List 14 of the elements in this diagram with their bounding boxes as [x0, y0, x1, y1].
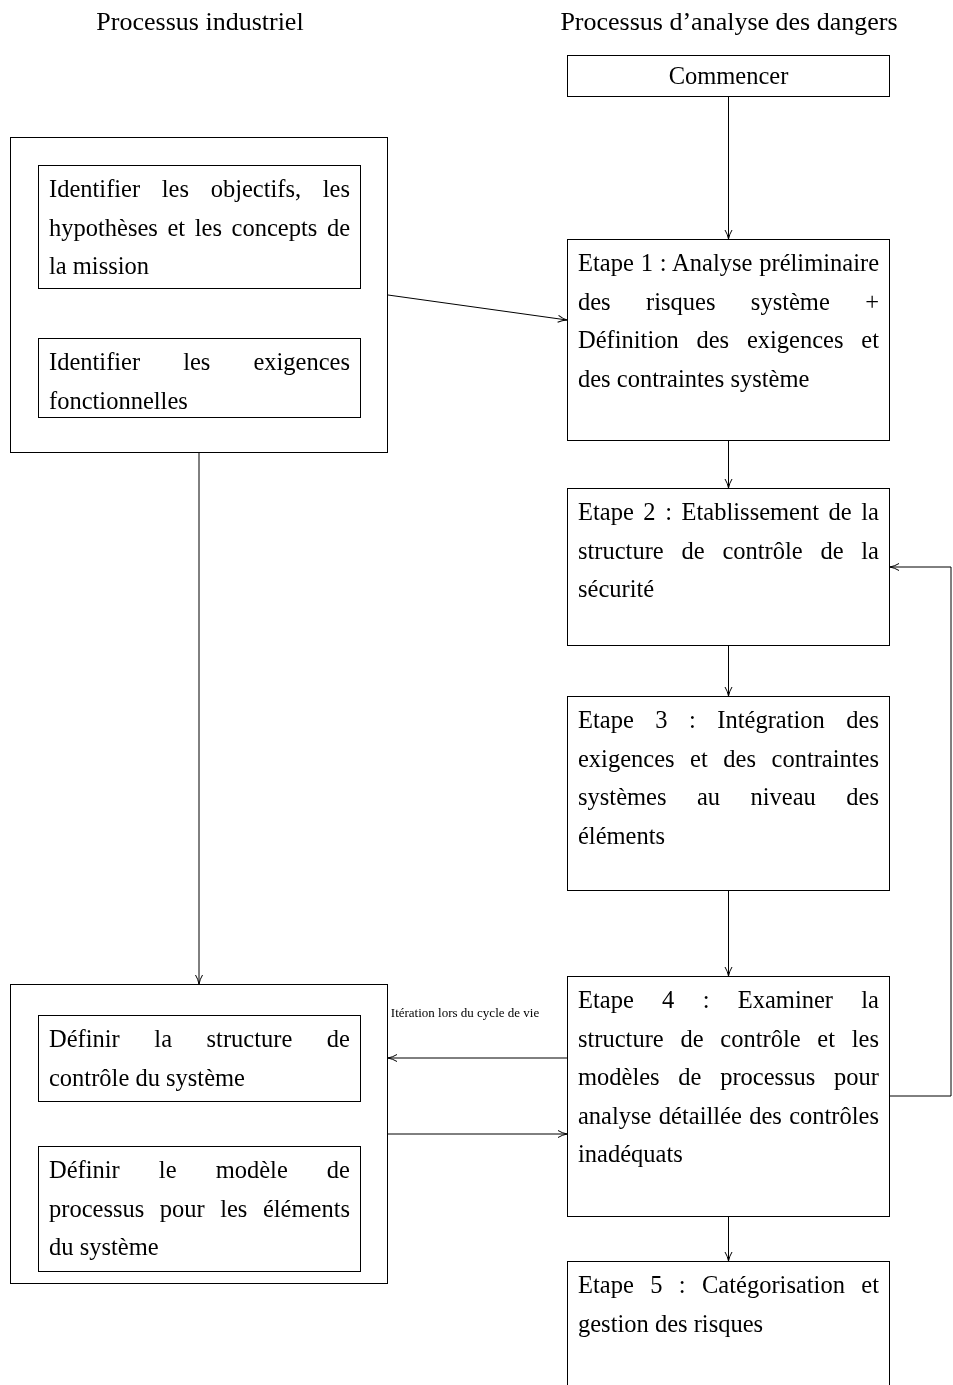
process-box: Définir la structure de contrôle du système	[38, 1015, 361, 1102]
process-box: Etape 2 : Etablissement de la structure de contrôle de la sécurité	[567, 488, 890, 646]
group-box	[10, 984, 388, 1284]
process-box: Identifier les exigences fonctionnelles	[38, 338, 361, 418]
group-box	[10, 137, 388, 453]
process-box: Etape 1 : Analyse préliminaire des risques système + Définition des exigences et des contraintes système	[567, 239, 890, 441]
process-box: Etape 4 : Examiner la structure de contrôle et les modèles de processus pour analyse détaillée des contrôles inadéquats	[567, 976, 890, 1217]
column-heading: Processus d’analyse des dangers	[560, 7, 898, 37]
process-box: Commencer	[567, 55, 890, 97]
process-box: Définir le modèle de processus pour les éléments du système	[38, 1146, 361, 1272]
process-box: Identifier les objectifs, les hypothèses et les concepts de la mission	[38, 165, 361, 289]
column-heading: Processus industriel	[96, 7, 304, 37]
process-box: Etape 3 : Intégration des exigences et des contraintes systèmes au niveau des éléments	[567, 696, 890, 891]
process-box: Etape 5 : Catégorisation et gestion des risques	[567, 1261, 890, 1385]
